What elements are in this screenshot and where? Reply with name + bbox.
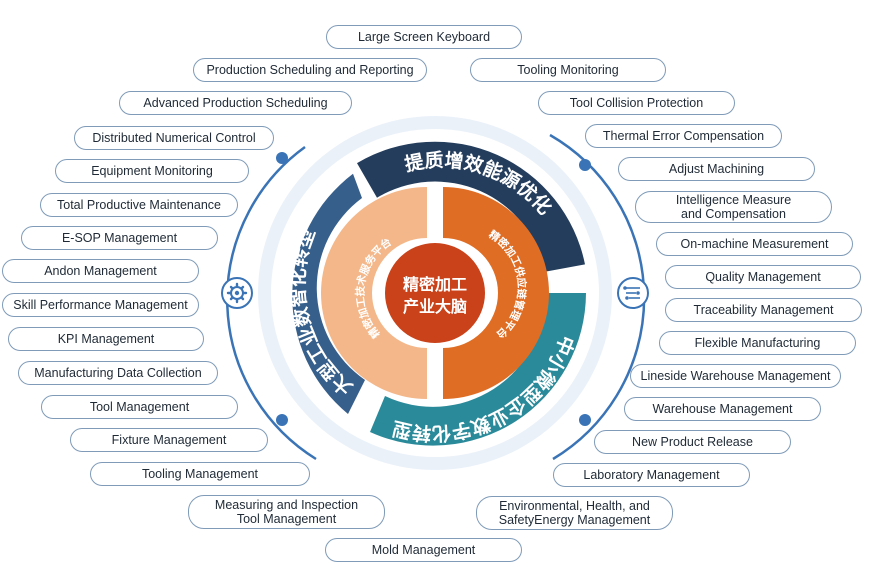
segment-bottom-right [370,293,586,446]
segment-top-right [357,141,585,272]
center-title-line2: 产业大脑 [403,297,467,316]
pill-skill-performance-management: Skill Performance Management [2,293,199,317]
pill-on-machine-measurement: On-machine Measurement [656,232,853,256]
pill-flexible-manufacturing: Flexible Manufacturing [659,331,856,355]
pill-tool-management: Tool Management [41,395,238,419]
inner-left-half [321,187,427,399]
pill-quality-management: Quality Management [665,265,861,289]
circuit-icon [617,277,649,309]
pill-fixture-management: Fixture Management [70,428,268,452]
pill-production-scheduling-reporting: Production Scheduling and Reporting [193,58,427,82]
pill-distributed-numerical-control: Distributed Numerical Control [74,126,274,150]
pill-warehouse-management: Warehouse Management [624,397,821,421]
pill-e-sop-management: E-SOP Management [21,226,218,250]
center-title-line1: 精密加工 [403,275,467,294]
gear-icon [221,277,253,309]
pill-andon-management: Andon Management [2,259,199,283]
pill-equipment-monitoring: Equipment Monitoring [55,159,249,183]
pill-mold-management: Mold Management [325,538,522,562]
segment-left [292,173,365,414]
pill-lineside-warehouse-management: Lineside Warehouse Management [630,364,841,388]
pill-tooling-monitoring: Tooling Monitoring [470,58,666,82]
pill-manufacturing-data-collection: Manufacturing Data Collection [18,361,218,385]
pill-kpi-management: KPI Management [8,327,204,351]
left-outer-arc [225,145,317,461]
pill-new-product-release: New Product Release [594,430,791,454]
arc-node [579,414,591,426]
pill-tooling-management: Tooling Management [90,462,310,486]
pill-intelligence-measure-compensation: Intelligence Measure and Compensation [635,191,832,223]
pill-thermal-error-compensation: Thermal Error Compensation [585,124,782,148]
pill-tool-collision-protection: Tool Collision Protection [538,91,735,115]
arc-node [276,414,288,426]
pill-advanced-production-scheduling: Advanced Production Scheduling [119,91,352,115]
arc-node [276,152,288,164]
pill-measuring-inspection-tool-management: Measuring and Inspection Tool Management [188,495,385,529]
arc-node [579,159,591,171]
pill-environmental-health-safety-energy: Environmental, Health, and SafetyEnergy … [476,496,673,530]
center-disc [385,243,485,343]
pill-adjust-machining: Adjust Machining [618,157,815,181]
pill-traceability-management: Traceability Management [665,298,862,322]
pill-laboratory-management: Laboratory Management [553,463,750,487]
pill-total-productive-maintenance: Total Productive Maintenance [40,193,238,217]
inner-right-half [443,187,549,399]
pill-large-screen-keyboard: Large Screen Keyboard [326,25,522,49]
